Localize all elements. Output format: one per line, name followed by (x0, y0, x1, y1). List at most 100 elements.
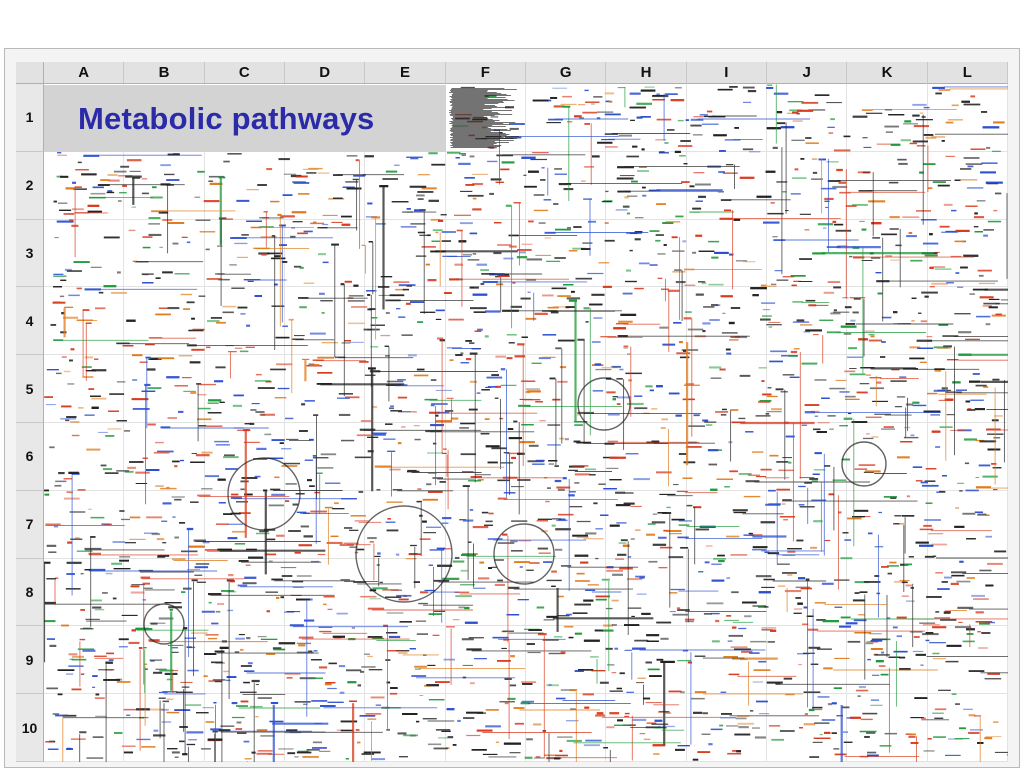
map-cell (365, 151, 446, 220)
map-cell (445, 151, 526, 220)
row-header: 9 (16, 626, 44, 695)
map-cell (204, 151, 285, 220)
map-cell (767, 151, 848, 220)
row-header: 6 (16, 423, 44, 491)
map-cell (285, 558, 366, 627)
map-cell (445, 490, 526, 559)
map-cell (124, 219, 205, 288)
column-header: L (927, 62, 1008, 84)
map-cell (124, 151, 205, 220)
row-header: 8 (16, 558, 44, 627)
map-cell (44, 558, 125, 627)
map-cell (526, 151, 607, 220)
map-cell (927, 694, 1008, 762)
map-cell (686, 423, 767, 491)
map-cell (847, 558, 928, 627)
map-cell (44, 490, 125, 559)
map-cell (365, 558, 446, 627)
map-cell (927, 423, 1008, 491)
row-header: 7 (16, 490, 44, 559)
map-cell (285, 219, 366, 288)
map-cell (124, 490, 205, 559)
column-header: K (847, 62, 928, 84)
map-cell (204, 423, 285, 491)
map-cell (847, 355, 928, 423)
map-cell (927, 626, 1008, 695)
map-cell (767, 490, 848, 559)
map-cell (204, 558, 285, 627)
map-cell (927, 219, 1008, 288)
map-cell (445, 558, 526, 627)
map-cell (526, 490, 607, 559)
map-cell (445, 287, 526, 356)
row-header: 10 (16, 694, 44, 762)
map-cell (927, 151, 1008, 220)
map-cell (285, 355, 366, 423)
map-cell (767, 558, 848, 627)
column-header: A (44, 62, 125, 84)
map-cell (606, 355, 687, 423)
map-cell (767, 626, 848, 695)
map-cell (285, 694, 366, 762)
map-cell (445, 626, 526, 695)
map-cell (606, 219, 687, 288)
column-header: E (365, 62, 446, 84)
column-header: G (526, 62, 607, 84)
map-cell (847, 626, 928, 695)
map-cell (847, 151, 928, 220)
map-cell (686, 490, 767, 559)
map-cell (285, 287, 366, 356)
map-cell (445, 219, 526, 288)
map-cell (124, 558, 205, 627)
row-header: 3 (16, 219, 44, 288)
map-cell (124, 694, 205, 762)
map-cell (686, 84, 767, 152)
map-cell (204, 490, 285, 559)
map-cell (445, 355, 526, 423)
row-header: 1 (16, 84, 44, 152)
map-cell (927, 355, 1008, 423)
map-cell (606, 626, 687, 695)
map-cell (606, 84, 687, 152)
map-cell (686, 355, 767, 423)
map-cell (204, 355, 285, 423)
map-cell (44, 694, 125, 762)
map-cell (44, 626, 125, 695)
map-cell (767, 423, 848, 491)
grid-corner (16, 62, 44, 84)
map-cell (927, 558, 1008, 627)
row-header: 2 (16, 151, 44, 220)
map-cell (365, 626, 446, 695)
map-cell (44, 151, 125, 220)
map-cell (606, 558, 687, 627)
map-cell (767, 84, 848, 152)
map-cell (285, 151, 366, 220)
map-cell (526, 423, 607, 491)
column-header: J (767, 62, 848, 84)
map-cell (44, 423, 125, 491)
map-cell (124, 355, 205, 423)
map-cell (365, 490, 446, 559)
map-cell (365, 287, 446, 356)
map-cell (124, 423, 205, 491)
map-cell (606, 694, 687, 762)
map-cell (686, 219, 767, 288)
map-cell (767, 287, 848, 356)
map-cell (285, 490, 366, 559)
column-header: H (606, 62, 687, 84)
map-cell (445, 84, 526, 152)
map-cell (526, 355, 607, 423)
map-cell (204, 287, 285, 356)
map-cell (847, 423, 928, 491)
map-cell (686, 287, 767, 356)
map-cell (767, 355, 848, 423)
map-cell (365, 355, 446, 423)
map-cell (606, 490, 687, 559)
map-cell (686, 694, 767, 762)
map-cell (285, 626, 366, 695)
map-cell (526, 219, 607, 288)
row-header: 5 (16, 355, 44, 423)
map-cell (44, 287, 125, 356)
map-cell (124, 626, 205, 695)
